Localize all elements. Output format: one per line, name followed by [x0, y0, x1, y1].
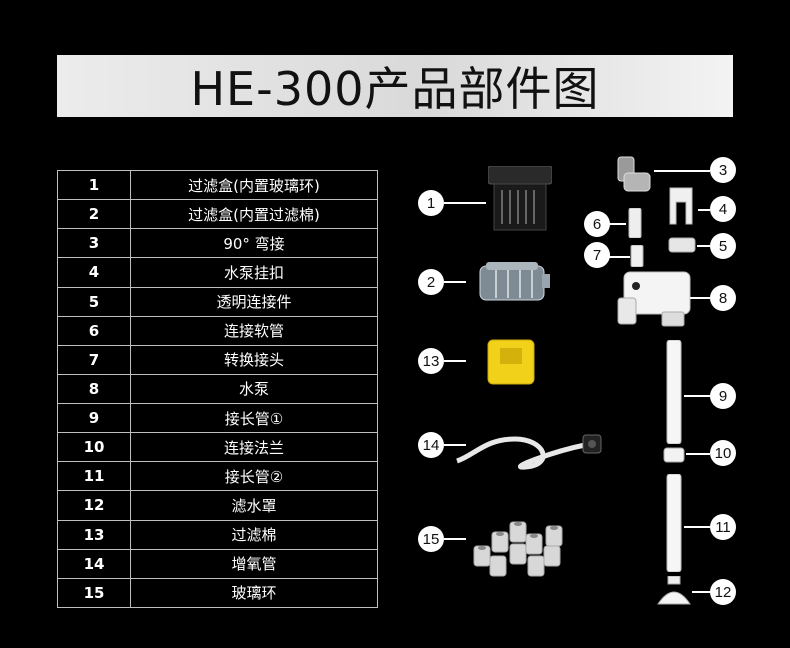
- leader-line: [692, 591, 710, 593]
- part-name: 水泵挂扣: [130, 257, 378, 288]
- part-name: 90° 弯接: [130, 228, 378, 259]
- leader-line: [698, 209, 710, 211]
- callout-8: 8: [710, 285, 736, 311]
- callout-9: 9: [710, 383, 736, 409]
- callout-11: 11: [710, 514, 736, 540]
- callout-14: 14: [418, 432, 444, 458]
- filter-box-clear-image: [476, 260, 552, 304]
- leader-line: [654, 170, 710, 172]
- part-number: 7: [57, 344, 131, 375]
- part-name: 过滤盒(内置过滤棉): [130, 199, 378, 230]
- part-name: 接长管①: [130, 402, 378, 434]
- air-tube-image: [455, 425, 605, 471]
- callout-1: 1: [418, 190, 444, 216]
- leader-line: [686, 453, 710, 455]
- leader-line: [608, 256, 630, 258]
- callout-3: 3: [710, 157, 736, 183]
- part-name: 滤水罩: [130, 490, 378, 521]
- part-name: 增氧管: [130, 548, 378, 579]
- callout-2: 2: [418, 269, 444, 295]
- part-name: 玻璃环: [130, 577, 378, 609]
- callout-12: 12: [710, 579, 736, 605]
- part-number: 1: [57, 169, 131, 201]
- leader-line: [444, 360, 466, 362]
- connecting-hose-image: [627, 207, 643, 239]
- leader-line: [444, 444, 466, 446]
- part-number: 4: [57, 257, 131, 288]
- part-number: 9: [57, 402, 131, 434]
- part-number: 2: [57, 199, 131, 230]
- part-number: 15: [57, 577, 131, 609]
- water-pump-image: [614, 268, 698, 328]
- extension-tube-1-image: [664, 339, 684, 445]
- part-number: 5: [57, 286, 131, 317]
- part-number: 14: [57, 548, 131, 579]
- connection-flange-image: [662, 446, 686, 464]
- leader-line: [444, 202, 486, 204]
- page-title: HE-300产品部件图: [190, 62, 600, 116]
- callout-6: 6: [584, 211, 610, 237]
- part-number: 12: [57, 490, 131, 521]
- callout-4: 4: [710, 196, 736, 222]
- adapter-image: [630, 244, 644, 268]
- filter-box-black-image: [487, 165, 553, 232]
- part-number: 6: [57, 315, 131, 346]
- part-number: 3: [57, 228, 131, 259]
- strainer-cover-image: [654, 575, 694, 608]
- callout-13: 13: [418, 348, 444, 374]
- part-name: 透明连接件: [130, 286, 378, 317]
- part-number: 13: [57, 519, 131, 550]
- callout-15: 15: [418, 526, 444, 552]
- callout-7: 7: [584, 242, 610, 268]
- pump-hook-image: [666, 186, 698, 226]
- title-bar: HE-300产品部件图: [57, 55, 733, 117]
- leader-line: [608, 223, 626, 225]
- part-name: 接长管②: [130, 461, 378, 492]
- callout-10: 10: [710, 440, 736, 466]
- callout-5: 5: [710, 233, 736, 259]
- part-number: 10: [57, 432, 131, 463]
- leader-line: [444, 538, 466, 540]
- part-number: 11: [57, 461, 131, 492]
- leader-line: [690, 297, 710, 299]
- part-name: 过滤盒(内置玻璃环): [130, 169, 378, 201]
- part-name: 转换接头: [130, 344, 378, 375]
- leader-line: [684, 395, 710, 397]
- part-name: 水泵: [130, 373, 378, 405]
- sponge-image: [486, 338, 536, 386]
- part-name: 连接法兰: [130, 432, 378, 463]
- elbow-joint-image: [614, 155, 654, 197]
- leader-line: [697, 245, 710, 247]
- part-name: 连接软管: [130, 315, 378, 346]
- part-name: 过滤棉: [130, 519, 378, 550]
- transparent-connector-image: [667, 236, 697, 254]
- part-number: 8: [57, 373, 131, 405]
- ceramic-rings-image: [470, 518, 570, 580]
- leader-line: [444, 281, 466, 283]
- leader-line: [684, 526, 710, 528]
- extension-tube-2-image: [664, 473, 684, 573]
